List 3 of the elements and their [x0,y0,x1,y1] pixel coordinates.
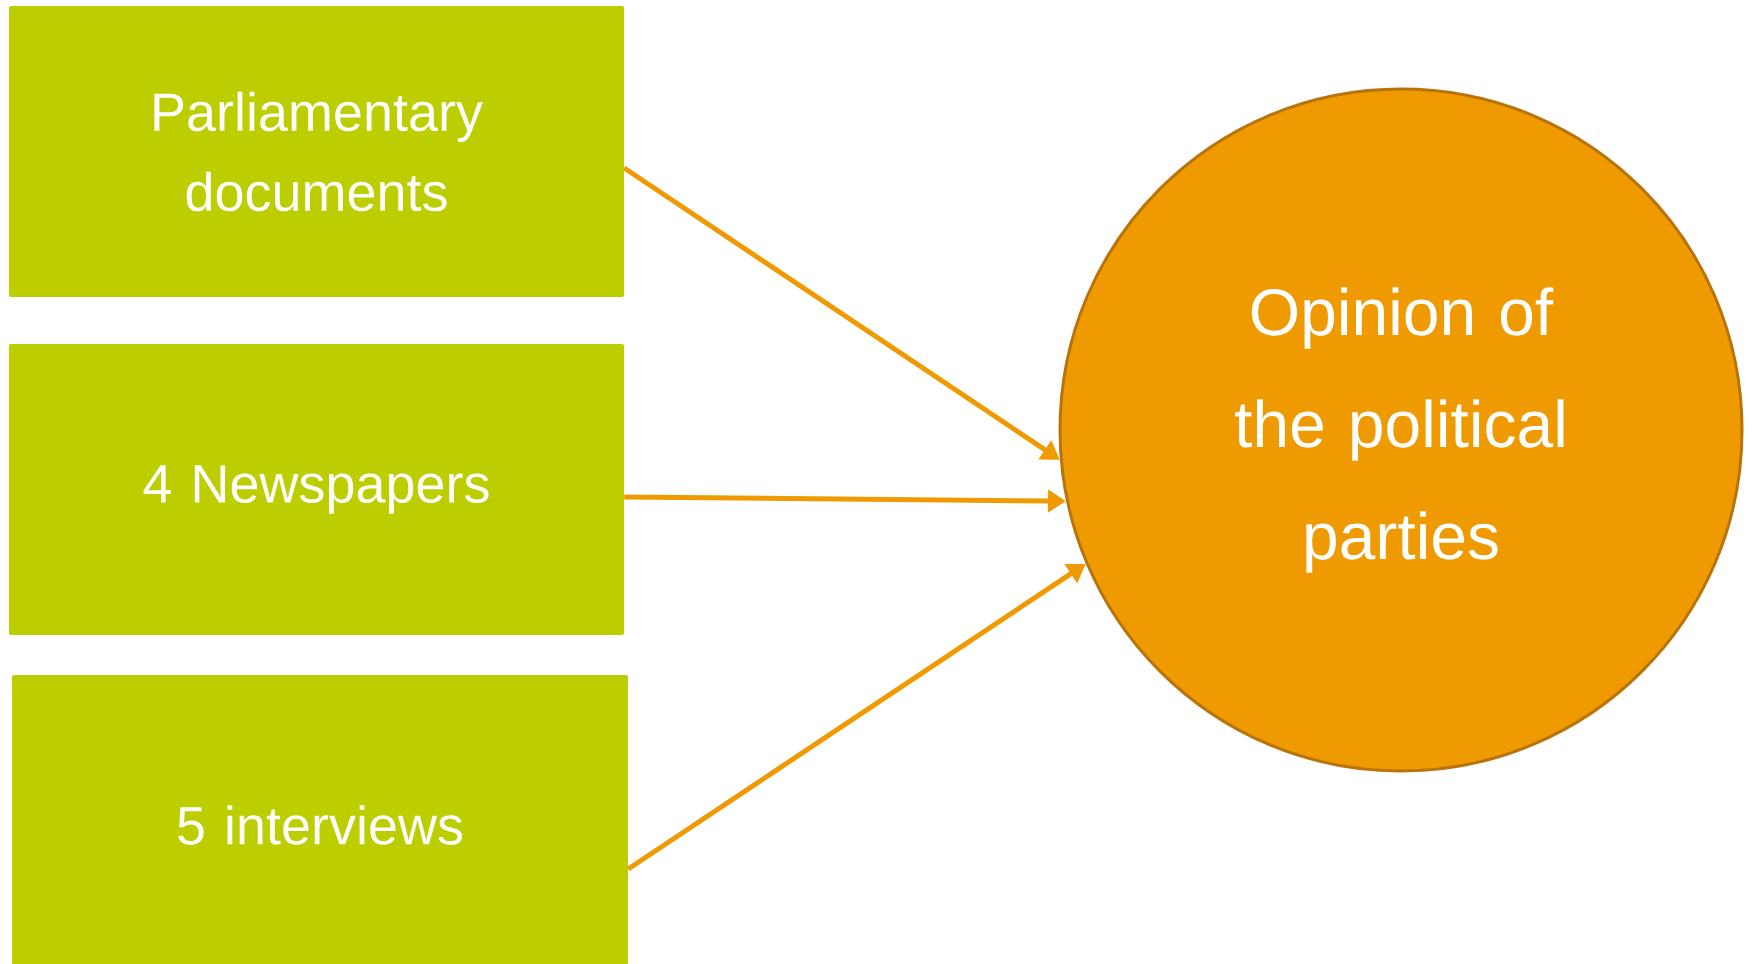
source-box: 4 Newspapers [9,344,624,635]
source-box: Parliamentary documents [9,6,624,297]
source-box: 5 interviews [12,675,628,964]
